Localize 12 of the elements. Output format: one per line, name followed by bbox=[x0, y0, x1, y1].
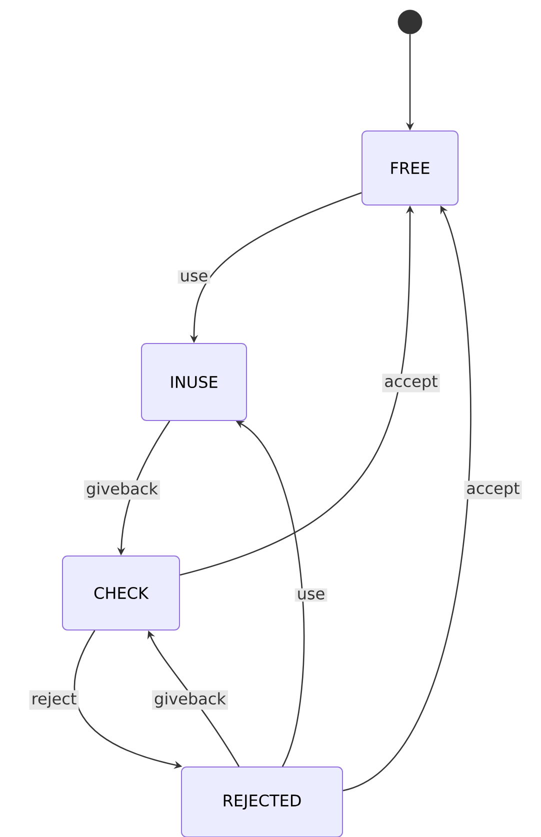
edge-label: use bbox=[178, 270, 210, 284]
state-box: REJECTED bbox=[181, 766, 343, 837]
state-box: FREE bbox=[362, 130, 458, 206]
state-box: INUSE bbox=[141, 343, 247, 421]
edge-label: reject bbox=[29, 690, 79, 710]
edge-label: accept bbox=[464, 480, 522, 500]
start-dot bbox=[398, 10, 422, 34]
edge-label: use bbox=[294, 588, 328, 602]
edge-label: accept bbox=[382, 374, 440, 392]
state-box: CHECK bbox=[62, 556, 180, 630]
edge-label: giveback bbox=[152, 690, 228, 710]
edge-label: giveback bbox=[84, 480, 160, 500]
